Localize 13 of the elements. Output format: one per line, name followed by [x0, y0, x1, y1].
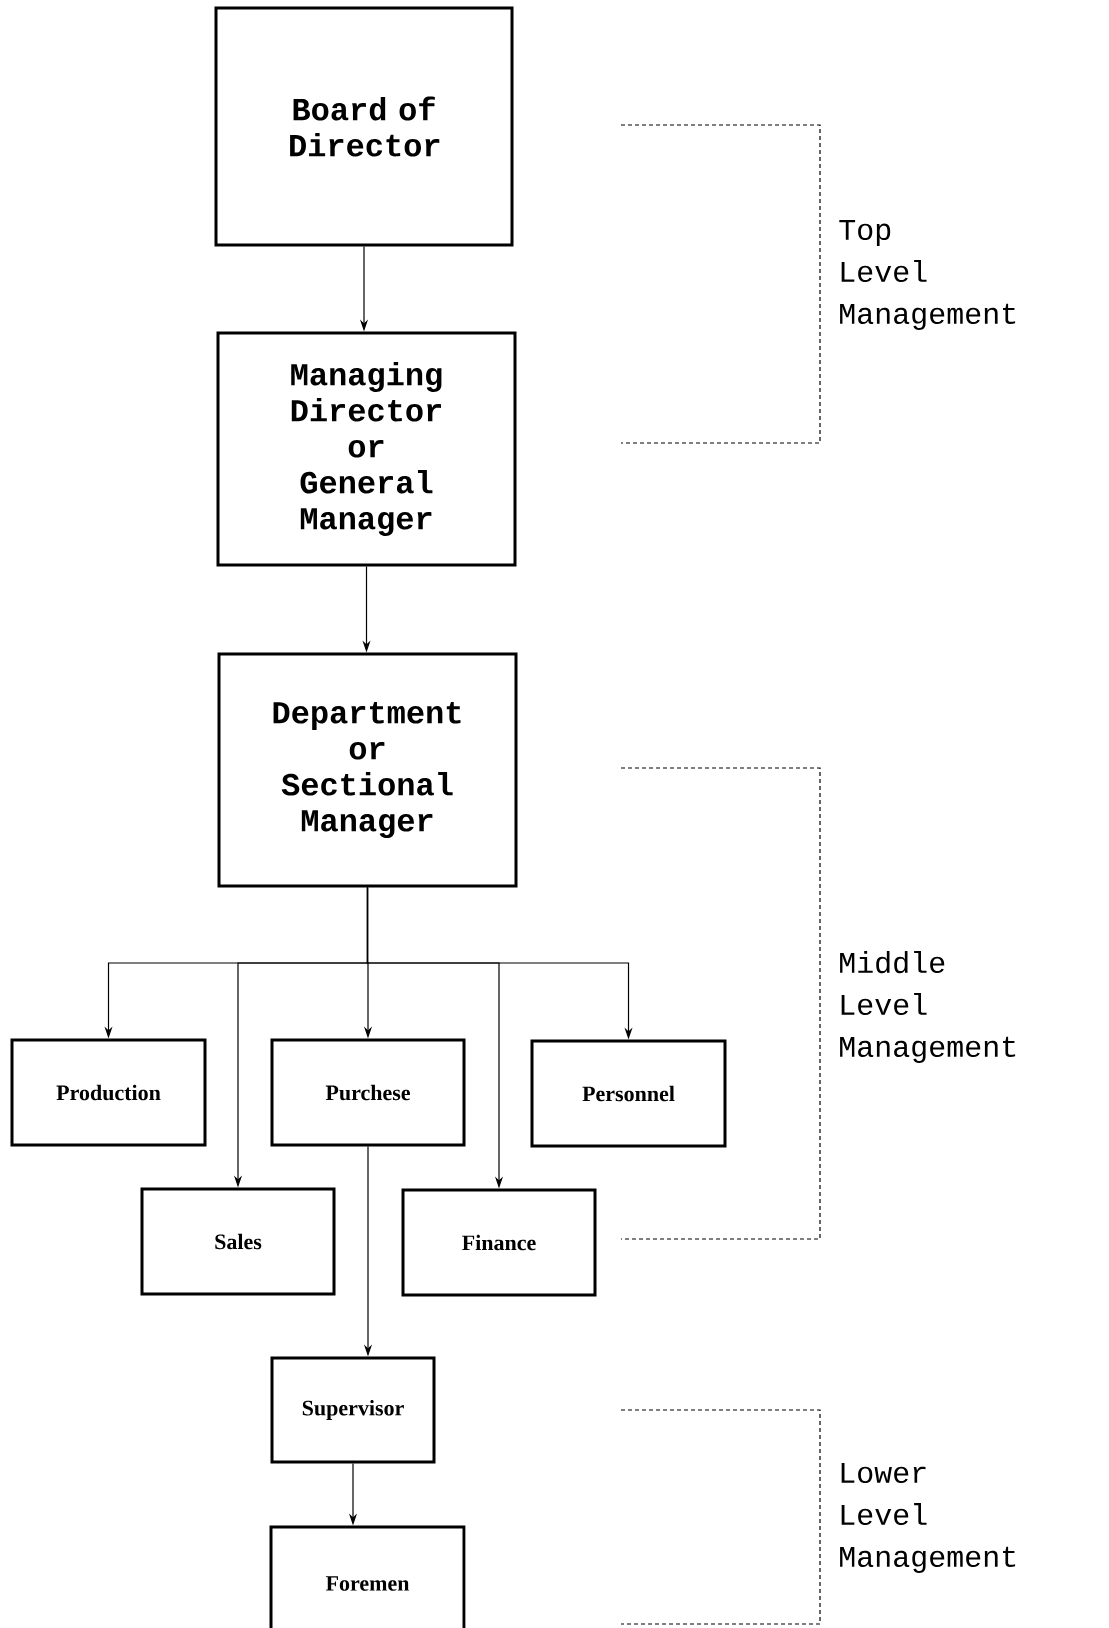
level-label: Top Level Management	[839, 220, 1016, 330]
box: Production	[10, 1038, 207, 1147]
box: Supervisor	[270, 1356, 436, 1464]
box: Managing Director or General Manager	[216, 331, 517, 567]
box: Foremen	[269, 1525, 466, 1628]
box: Purchese	[270, 1038, 466, 1147]
box: Department or Sectional Manager	[217, 652, 518, 888]
level-label: Middle Level Management	[840, 951, 1016, 1063]
box: Personnel	[530, 1039, 727, 1148]
level-label: Lower Level Management	[840, 1463, 1016, 1573]
box: Sales	[140, 1187, 336, 1296]
box: Board of Director	[214, 6, 514, 247]
box: Finance	[401, 1188, 597, 1297]
